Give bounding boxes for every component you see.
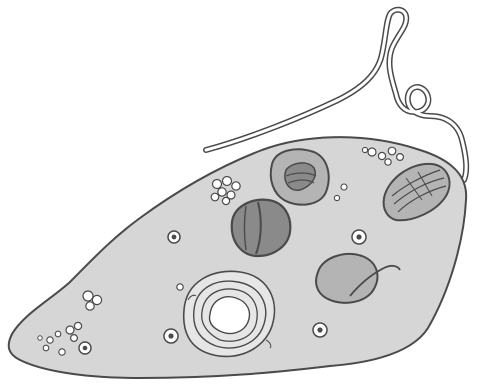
chloroplast-anterior <box>271 149 329 204</box>
pyrenoid-concentric <box>184 271 275 356</box>
nucleus <box>232 200 291 256</box>
